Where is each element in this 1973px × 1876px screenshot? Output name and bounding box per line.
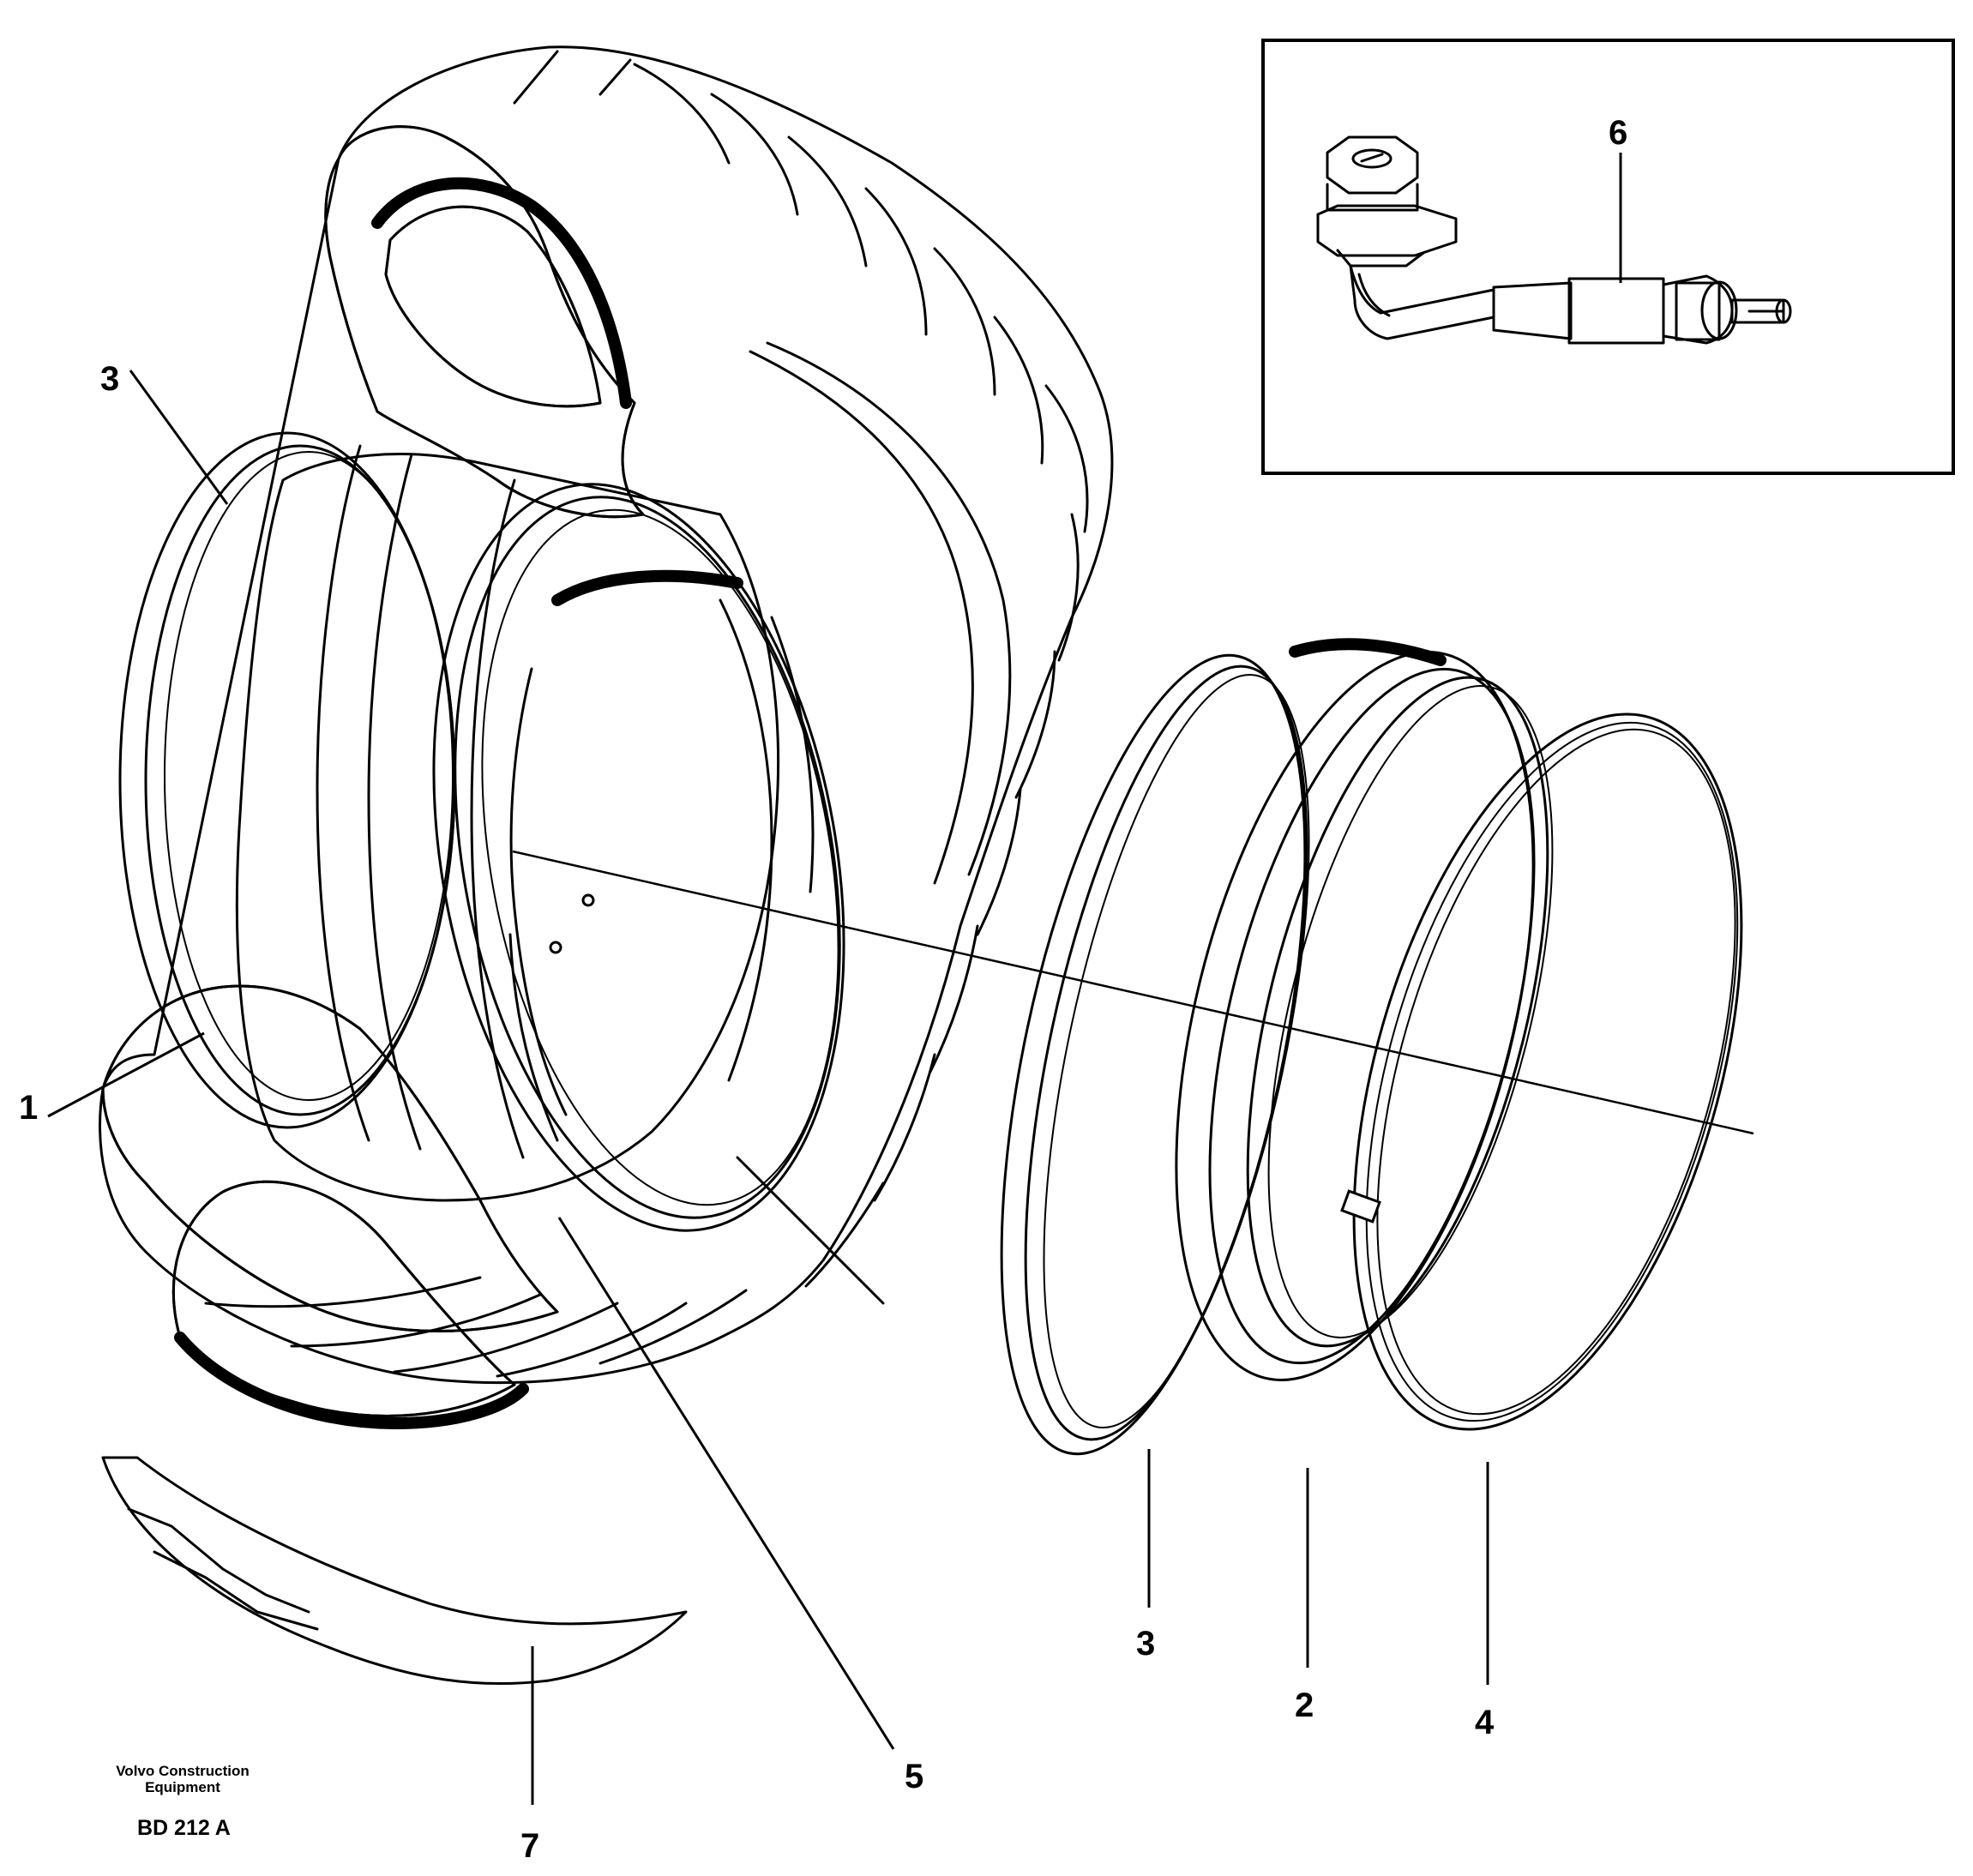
callouts: 3 1 5 7 3 2 4 6 (19, 114, 1627, 1865)
drawing-code: BD 212 A (137, 1816, 231, 1840)
rim (118, 431, 845, 1232)
valve-stem-icon (1316, 135, 1792, 345)
tread-blocks (204, 50, 1089, 1378)
detached-side-ring (1000, 653, 1310, 1456)
callout-1: 1 (19, 1089, 38, 1127)
leader-3-upper (129, 370, 229, 505)
callout-6: 6 (1609, 114, 1627, 152)
callout-7: 7 (520, 1827, 539, 1865)
valve-inset (1261, 39, 1955, 475)
callout-5: 5 (905, 1758, 923, 1795)
callout-2: 2 (1295, 1687, 1314, 1724)
callout-3-lower: 3 (1136, 1625, 1155, 1663)
company-name-line2: Equipment (145, 1779, 220, 1795)
leader-1 (47, 1031, 205, 1118)
o-ring-seal (1340, 713, 1743, 1431)
inset-frame (1261, 39, 1955, 475)
lock-ring-channel (1175, 638, 1554, 1381)
callout-4: 4 (1475, 1704, 1495, 1741)
company-name-line1: Volvo Construction (116, 1763, 250, 1779)
leader-lines (47, 153, 1622, 1805)
callout-3-upper: 3 (100, 360, 119, 398)
centre-axis-line (512, 850, 1754, 1135)
footer: Volvo Construction Equipment BD 212 A (116, 1763, 250, 1840)
tyre (99, 45, 1114, 1686)
leader-5 (557, 1217, 895, 1750)
